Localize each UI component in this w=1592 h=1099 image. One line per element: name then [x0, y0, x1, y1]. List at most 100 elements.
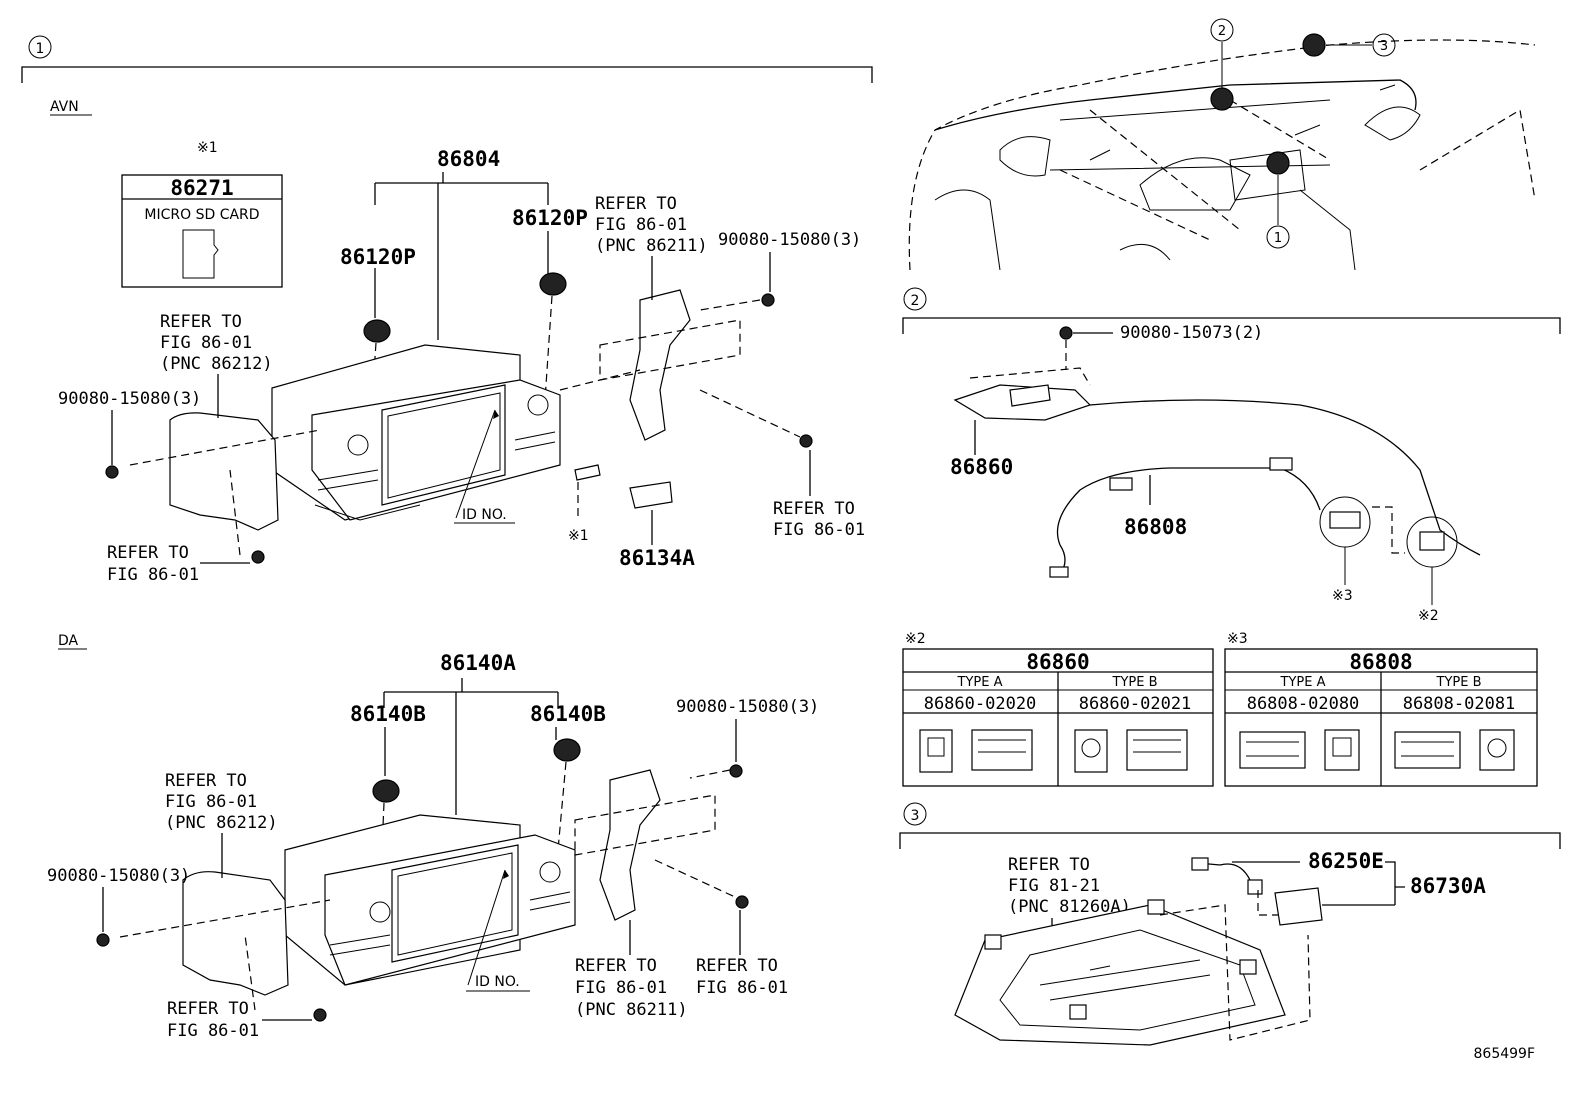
table1-connector-a-side: [971, 729, 1033, 771]
avn-refer-left-1: REFER TO: [160, 312, 242, 332]
avn-cover-part-number: 86134A: [619, 546, 695, 570]
avn-card-mark: ※1: [568, 528, 589, 544]
table2-header: 86808: [1349, 650, 1412, 674]
da-refer-bl-1: REFER TO: [167, 999, 249, 1019]
da-main-part-number: 86140A: [440, 651, 516, 675]
da-knob-left-label: 86140B: [350, 702, 426, 726]
table1-type-a: TYPE A: [957, 675, 1003, 690]
da-screw-bottom: [313, 1008, 327, 1022]
avn-note-mark: ※1: [197, 140, 218, 156]
dash-callout-1: 1: [1274, 231, 1282, 246]
sec2-cable-1: [1089, 399, 1481, 556]
table1-header: 86860: [1026, 650, 1089, 674]
da-knob-right: [553, 738, 581, 762]
da-screw-lower-right: [735, 895, 749, 909]
section-3: 3 REFER TO FIG 81-21 (PNC 81260A) 86250E…: [899, 802, 1561, 1046]
da-refer-br-1: REFER TO: [696, 956, 778, 976]
da-title: DA: [58, 633, 79, 649]
da-head-unit: [284, 814, 576, 986]
sec2-mark-2: ※2: [1418, 608, 1439, 624]
table2-type-a: TYPE A: [1280, 675, 1326, 690]
table2-type-b: TYPE B: [1436, 675, 1482, 690]
table1-type-b: TYPE B: [1112, 675, 1158, 690]
dash-callout-3: 3: [1380, 39, 1388, 54]
sec2-screw: [1059, 326, 1073, 340]
avn-screw-lower-right: [799, 434, 813, 448]
avn-knob-right: [539, 272, 567, 296]
section-2: 2 90080-15073(2) 86860 86808 ※3 ※2: [902, 287, 1561, 624]
table-86808: ※3 86808 TYPE A TYPE B 86808-02080 86808…: [1224, 631, 1538, 787]
section-3-bracket: [899, 832, 1561, 849]
micro-sd-box: [121, 174, 283, 288]
dashboard-view: 3 2 1: [908, 18, 1536, 271]
sec3-part-b: 86730A: [1410, 874, 1486, 898]
micro-sd-part-number: 86271: [170, 176, 233, 200]
da-group: DA 86140A 86140B 86140B ID NO.: [47, 633, 819, 1041]
table1-connector-b-side: [1126, 729, 1188, 771]
da-refer-bm-1: REFER TO: [575, 956, 657, 976]
section-3-number: 3: [911, 808, 920, 824]
sec3-refer-3: (PNC 81260A): [1008, 897, 1131, 917]
dash-location-2: [1210, 87, 1234, 111]
table2-pn-a: 86808-02080: [1247, 694, 1360, 714]
avn-cover: [629, 481, 673, 509]
dash-callout-2: 2: [1218, 24, 1226, 39]
dash-location-1: [1266, 151, 1290, 175]
avn-title: AVN: [50, 99, 79, 115]
avn-knob-left-label: 86120P: [340, 245, 416, 269]
sec2-screw-label: 90080-15073(2): [1120, 323, 1263, 343]
da-knob-right-label: 86140B: [530, 702, 606, 726]
table1-pn-a: 86860-02020: [924, 694, 1037, 714]
table2-connector-a-side: [1239, 731, 1306, 769]
avn-group: AVN ※1 86271 MICRO SD CARD 86804 86120P …: [50, 99, 865, 585]
sec2-part-a: 86860: [950, 455, 1013, 479]
da-id-no: ID NO.: [475, 974, 520, 990]
da-left-bracket: [182, 871, 289, 996]
sec2-mark-3: ※3: [1332, 588, 1353, 604]
avn-head-unit: [271, 344, 561, 521]
table2-pn-b: 86808-02081: [1403, 694, 1516, 714]
sd-card-icon: [182, 229, 219, 279]
da-screw-right: [729, 764, 743, 778]
dash-location-3: [1302, 33, 1326, 57]
avn-refer-br-2: FIG 86-01: [773, 520, 865, 540]
sec3-module: [1274, 887, 1323, 926]
da-screw-right-label: 90080-15080(3): [676, 697, 819, 717]
sec2-part-b: 86808: [1124, 515, 1187, 539]
sec3-refer-2: FIG 81-21: [1008, 876, 1100, 896]
avn-sd-card: [574, 464, 601, 481]
avn-refer-right-1: REFER TO: [595, 194, 677, 214]
avn-refer-right-2: FIG 86-01: [595, 215, 687, 235]
da-refer-left-3: (PNC 86212): [165, 813, 278, 833]
avn-id-no: ID NO.: [462, 507, 507, 523]
sec3-console-housing: [954, 904, 1286, 1046]
avn-refer-left-3: (PNC 86212): [160, 354, 273, 374]
sec3-part-a: 86250E: [1308, 849, 1384, 873]
avn-refer-right-3: (PNC 86211): [595, 236, 708, 256]
avn-screw-left: [105, 465, 119, 479]
avn-screw-right: [761, 293, 775, 307]
avn-refer-bl-1: REFER TO: [107, 543, 189, 563]
figure-id: 865499F: [1474, 1046, 1536, 1062]
table2-connector-a-front: [1324, 729, 1360, 771]
avn-knob-left: [363, 319, 391, 343]
da-refer-left-1: REFER TO: [165, 771, 247, 791]
section-2-number: 2: [911, 293, 920, 309]
micro-sd-label: MICRO SD CARD: [144, 207, 259, 223]
da-refer-bm-3: (PNC 86211): [575, 1000, 688, 1020]
table1-connector-a-front: [919, 729, 953, 773]
da-refer-left-2: FIG 86-01: [165, 792, 257, 812]
avn-right-bracket: [629, 289, 691, 441]
avn-left-bracket: [169, 412, 279, 531]
da-refer-bl-2: FIG 86-01: [167, 1021, 259, 1041]
da-refer-br-2: FIG 86-01: [696, 978, 788, 998]
table1-connector-b-front: [1074, 729, 1108, 773]
avn-screw-left-label: 90080-15080(3): [58, 389, 201, 409]
table2-mark: ※3: [1227, 631, 1248, 647]
da-knob-left: [372, 779, 400, 803]
avn-refer-br-1: REFER TO: [773, 499, 855, 519]
avn-screw-bottom: [251, 550, 265, 564]
table1-pn-b: 86860-02021: [1079, 694, 1192, 714]
table2-connector-b-front: [1479, 729, 1515, 771]
section-2-bracket: [902, 317, 1561, 334]
